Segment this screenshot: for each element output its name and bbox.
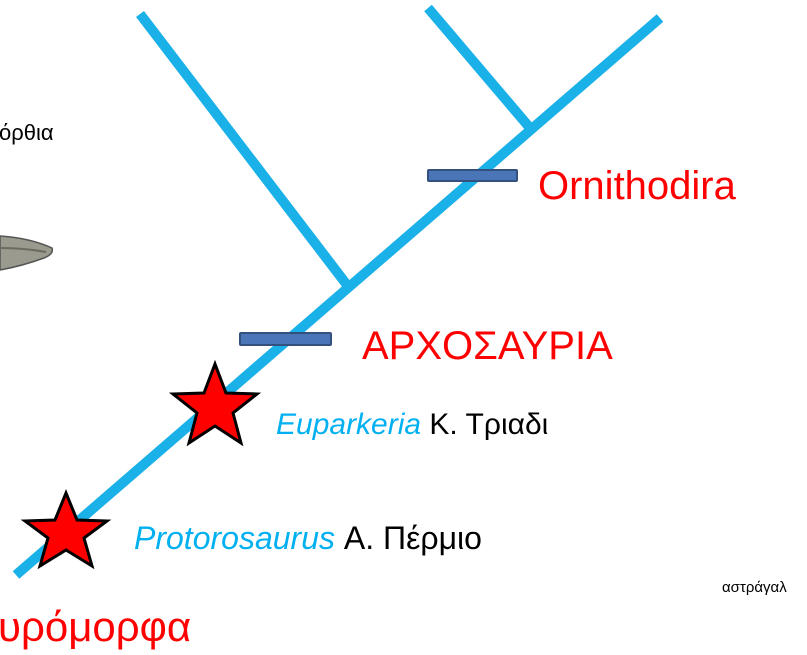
- genus-protorosaurus: Protorosaurus: [134, 520, 335, 556]
- main-stem: [12, 14, 664, 579]
- clade-label-ornithodira: Ornithodira: [538, 164, 736, 208]
- genus-euparkeria: Euparkeria: [276, 410, 422, 440]
- cropped-label-astragalos: αστράγαλ: [722, 579, 787, 596]
- branch-ornithodira-left: [424, 4, 534, 132]
- clade-label-sauromorpha: υρόμορφα: [0, 603, 192, 650]
- branches: [12, 4, 664, 579]
- star-icon-euparkeria: [168, 359, 262, 447]
- skull-fragment-image: [0, 235, 54, 271]
- cropped-label-top-left: όρθια: [0, 120, 54, 145]
- clade-label-archosauria: ΑΡΧΟΣΑΥΡΙΑ: [362, 324, 613, 368]
- age-protorosaurus: Α. Πέρμιο: [334, 520, 482, 556]
- star-icon-protorosaurus: [20, 489, 112, 570]
- branch-left: [136, 10, 351, 289]
- synapomorphy-bar-ornithodira: [427, 169, 518, 182]
- taxon-label-euparkeria: Euparkeria Κ. Τριαδι: [276, 410, 718, 440]
- taxon-label-protorosaurus: Protorosaurus Α. Πέρμιο: [134, 522, 482, 554]
- age-euparkeria: Κ. Τριαδι: [421, 410, 549, 440]
- synapomorphy-bar-archosauria: [239, 332, 332, 346]
